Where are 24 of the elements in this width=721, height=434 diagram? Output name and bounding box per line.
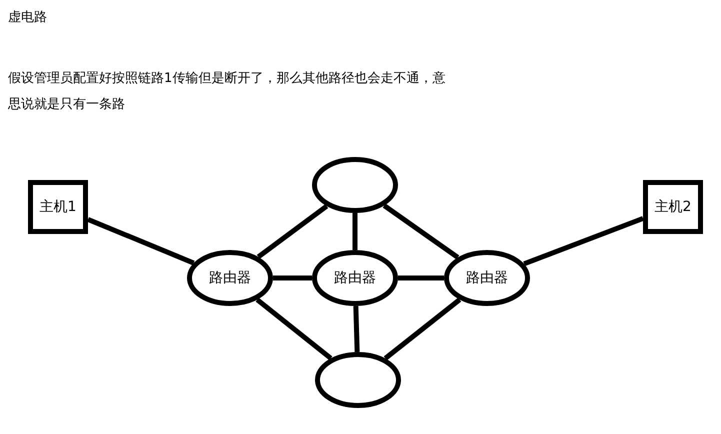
router-ellipse xyxy=(315,352,401,408)
node-label: 路由器 xyxy=(466,269,508,287)
router-ellipse xyxy=(187,250,273,306)
note-text: 假设管理员配置好按照链路1传输但是断开了，那么其他路径也会走不通，意思说就是只有一条路 xyxy=(8,70,446,114)
connection-line xyxy=(398,276,444,280)
connection-line xyxy=(256,298,332,360)
connection-line xyxy=(352,213,358,250)
router-ellipse xyxy=(444,250,530,306)
connection-line xyxy=(382,204,460,260)
connection-line xyxy=(384,298,462,360)
connection-line xyxy=(87,217,195,266)
connection-line xyxy=(353,306,360,352)
node-label: 路由器 xyxy=(209,269,251,287)
node-label: 主机2 xyxy=(654,198,692,216)
connection-line xyxy=(523,216,644,266)
title: 虚电路 xyxy=(8,9,47,26)
host-box xyxy=(643,180,703,234)
connection-line xyxy=(256,204,328,259)
router-ellipse xyxy=(312,250,398,306)
connection-line xyxy=(273,276,312,280)
router-ellipse xyxy=(312,157,398,213)
host-box xyxy=(28,180,88,234)
node-label: 路由器 xyxy=(334,269,376,287)
node-label: 主机1 xyxy=(40,198,76,216)
